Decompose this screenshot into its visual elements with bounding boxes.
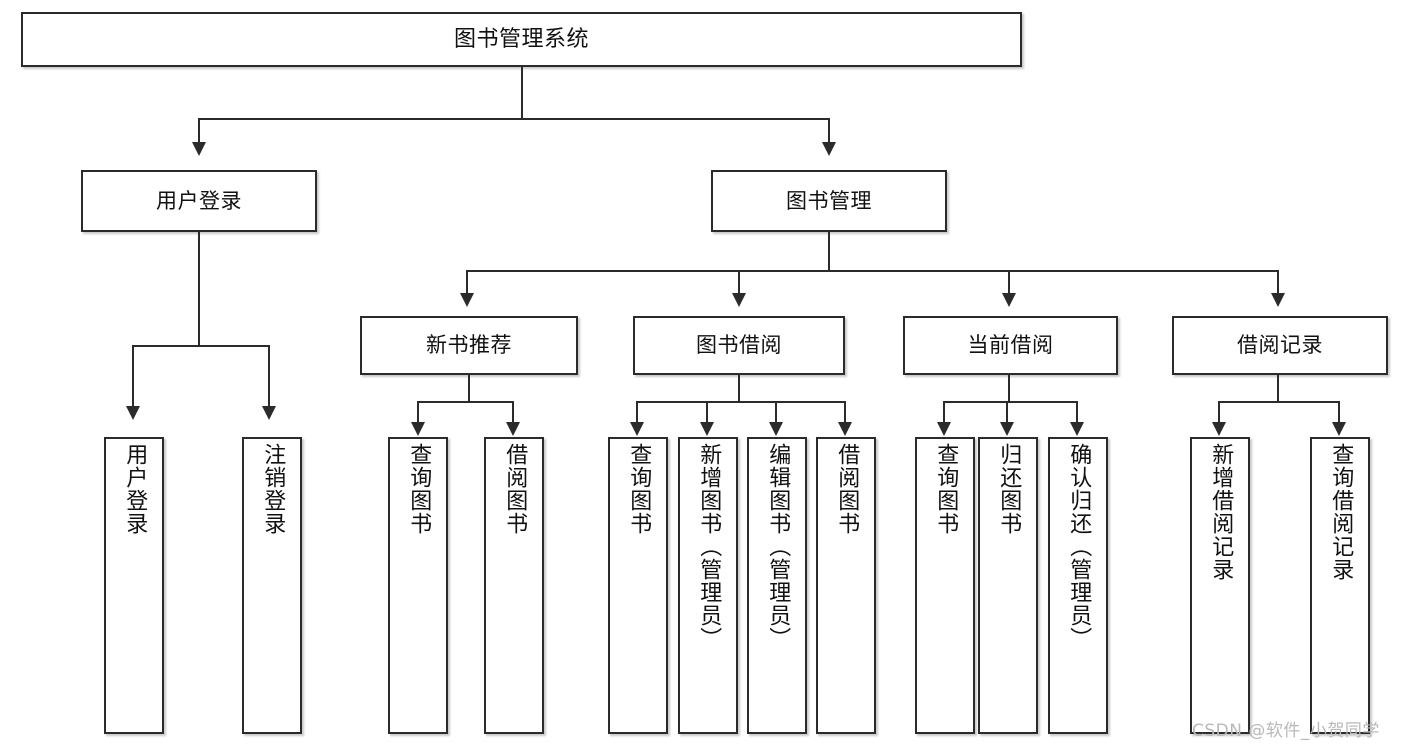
arrowhead-login-to-leaf2 bbox=[262, 406, 276, 420]
arrowhead-current-to-leaf3 bbox=[1070, 422, 1084, 436]
node-book-borrow[interactable]: 图书借阅 bbox=[633, 316, 845, 375]
node-label: 注销登录 bbox=[260, 443, 286, 535]
connector-root-to-login bbox=[198, 118, 200, 143]
connector-login-to-leaf1 bbox=[132, 345, 134, 407]
node-new-book-recommend[interactable]: 新书推荐 bbox=[360, 316, 578, 375]
node-label: 用户登录 bbox=[156, 188, 242, 213]
leaf-query-book-newbook[interactable]: 查询图书 bbox=[388, 437, 448, 734]
leaf-query-book-current[interactable]: 查询图书 bbox=[915, 437, 975, 734]
arrowhead-newbook-to-leaf2 bbox=[506, 422, 520, 436]
connector-current-to-leaf3 bbox=[1076, 401, 1078, 423]
leaf-user-login[interactable]: 用户登录 bbox=[104, 437, 164, 734]
connector-borrow-bus bbox=[636, 401, 844, 403]
connector-root-to-bookmgmt bbox=[828, 118, 830, 143]
connector-records-to-leaf2 bbox=[1338, 401, 1340, 423]
leaf-return-book[interactable]: 归还图书 bbox=[978, 437, 1038, 734]
node-label: 新增图书（管理员） bbox=[696, 443, 722, 650]
connector-bookmgmt-to-borrow bbox=[738, 270, 740, 294]
connector-bookmgmt-bus bbox=[466, 270, 1278, 272]
arrowhead-borrow-to-leaf3 bbox=[769, 422, 783, 436]
node-label: 查询图书 bbox=[406, 443, 432, 535]
csdn-watermark: CSDN @软件_小贺同学 bbox=[1192, 721, 1380, 741]
arrowhead-current-to-leaf2 bbox=[1000, 422, 1014, 436]
arrowhead-bookmgmt-to-newbook bbox=[460, 293, 474, 307]
leaf-logout[interactable]: 注销登录 bbox=[242, 437, 302, 734]
connector-borrow-to-leaf1 bbox=[636, 401, 638, 423]
node-label: 新增借阅记录 bbox=[1208, 443, 1234, 581]
connector-login-to-leaf2 bbox=[268, 345, 270, 407]
connector-bookmgmt-to-newbook bbox=[466, 270, 468, 294]
leaf-add-borrow-record[interactable]: 新增借阅记录 bbox=[1190, 437, 1250, 734]
node-label: 归还图书 bbox=[996, 443, 1022, 535]
connector-current-to-leaf1 bbox=[943, 401, 945, 423]
leaf-borrow-book-borrow[interactable]: 借阅图书 bbox=[816, 437, 876, 734]
connector-newbook-bus bbox=[417, 401, 514, 403]
connector-records-bus bbox=[1218, 401, 1339, 403]
leaf-query-borrow-record[interactable]: 查询借阅记录 bbox=[1310, 437, 1370, 734]
node-label: 借阅图书 bbox=[502, 443, 528, 535]
arrowhead-bookmgmt-to-current bbox=[1002, 293, 1016, 307]
node-label: 新书推荐 bbox=[426, 333, 512, 358]
arrowhead-records-to-leaf1 bbox=[1212, 422, 1226, 436]
node-label: 图书管理 bbox=[786, 188, 872, 213]
connector-borrow-to-leaf3 bbox=[775, 401, 777, 423]
arrowhead-root-to-login bbox=[192, 142, 206, 156]
arrowhead-borrow-to-leaf2 bbox=[700, 422, 714, 436]
arrowhead-bookmgmt-to-borrow bbox=[732, 293, 746, 307]
leaf-add-book-admin[interactable]: 新增图书（管理员） bbox=[678, 437, 738, 734]
connector-borrow-to-leaf4 bbox=[844, 401, 846, 423]
node-user-login[interactable]: 用户登录 bbox=[81, 170, 317, 232]
arrowhead-login-to-leaf1 bbox=[126, 406, 140, 420]
arrowhead-borrow-to-leaf1 bbox=[630, 422, 644, 436]
node-label: 图书借阅 bbox=[696, 333, 782, 358]
arrowhead-records-to-leaf2 bbox=[1332, 422, 1346, 436]
connector-bookmgmt-stem bbox=[828, 232, 830, 272]
leaf-borrow-book-newbook[interactable]: 借阅图书 bbox=[484, 437, 544, 734]
node-book-management[interactable]: 图书管理 bbox=[711, 170, 947, 232]
arrowhead-bookmgmt-to-records bbox=[1271, 293, 1285, 307]
connector-bookmgmt-to-current bbox=[1008, 270, 1010, 294]
node-current-borrow[interactable]: 当前借阅 bbox=[903, 316, 1118, 375]
connector-root-stem bbox=[521, 67, 523, 119]
node-root-library-system[interactable]: 图书管理系统 bbox=[21, 12, 1022, 67]
connector-login-bus bbox=[132, 345, 268, 347]
leaf-query-book-borrow[interactable]: 查询图书 bbox=[608, 437, 668, 734]
connector-borrow-stem bbox=[738, 375, 740, 403]
leaf-confirm-return-admin[interactable]: 确认归还（管理员） bbox=[1048, 437, 1108, 734]
connector-bookmgmt-to-records bbox=[1277, 270, 1279, 294]
connector-newbook-stem bbox=[468, 375, 470, 403]
node-label: 当前借阅 bbox=[967, 333, 1054, 358]
connector-current-to-leaf2 bbox=[1006, 401, 1008, 423]
node-label: 查询图书 bbox=[626, 443, 652, 535]
connector-records-to-leaf1 bbox=[1218, 401, 1220, 423]
node-label: 确认归还（管理员） bbox=[1066, 443, 1092, 650]
node-label: 编辑图书（管理员） bbox=[765, 443, 791, 650]
connector-records-stem bbox=[1277, 375, 1279, 403]
node-label: 用户登录 bbox=[122, 443, 148, 535]
connector-newbook-to-leaf2 bbox=[512, 401, 514, 423]
connector-current-bus bbox=[943, 401, 1077, 403]
arrowhead-newbook-to-leaf1 bbox=[411, 422, 425, 436]
connector-current-stem bbox=[1008, 375, 1010, 403]
node-label: 借阅记录 bbox=[1237, 333, 1323, 358]
node-label: 图书管理系统 bbox=[453, 26, 589, 52]
node-label: 查询图书 bbox=[933, 443, 959, 535]
arrowhead-current-to-leaf1 bbox=[937, 422, 951, 436]
connector-root-bus bbox=[198, 118, 830, 120]
connector-borrow-to-leaf2 bbox=[706, 401, 708, 423]
connector-login-stem bbox=[198, 232, 200, 346]
connector-newbook-to-leaf1 bbox=[417, 401, 419, 423]
node-label: 查询借阅记录 bbox=[1328, 443, 1354, 581]
arrowhead-borrow-to-leaf4 bbox=[838, 422, 852, 436]
node-borrow-records[interactable]: 借阅记录 bbox=[1172, 316, 1388, 375]
arrowhead-root-to-bookmgmt bbox=[822, 142, 836, 156]
node-label: 借阅图书 bbox=[834, 443, 860, 535]
leaf-edit-book-admin[interactable]: 编辑图书（管理员） bbox=[747, 437, 807, 734]
